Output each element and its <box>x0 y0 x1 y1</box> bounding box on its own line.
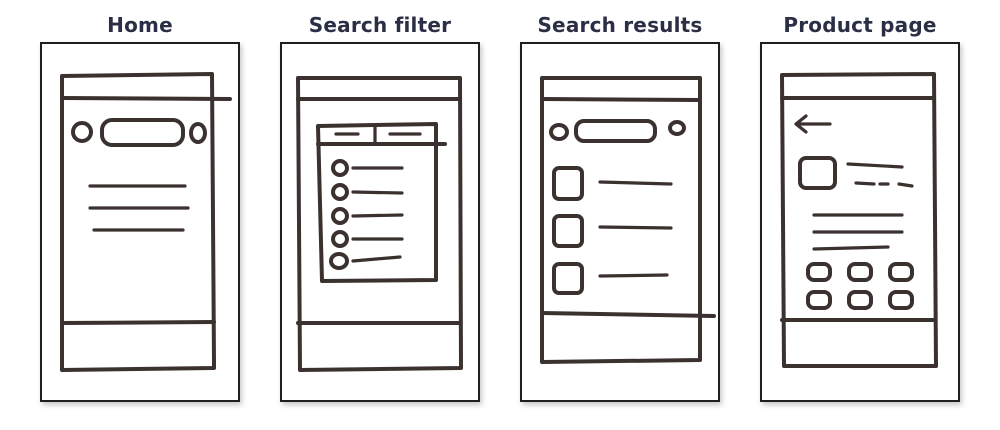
option-line <box>351 255 402 263</box>
thumbnail <box>847 290 873 310</box>
result-thumbnail <box>552 214 584 248</box>
profile-button-sketch <box>189 122 207 144</box>
menu-button-sketch <box>71 121 93 143</box>
result-line <box>598 273 669 278</box>
wireframe-card <box>760 42 960 402</box>
phone-frame <box>540 76 702 364</box>
result-line <box>598 180 673 186</box>
wireframe-card <box>280 42 480 402</box>
footer-bar <box>540 311 716 318</box>
thumbnail <box>888 262 914 282</box>
result-thumbnail <box>552 262 584 295</box>
header-bar <box>60 96 232 101</box>
panel-title: Product page <box>783 13 937 37</box>
wireframe-panel-search-results: Search results <box>520 0 720 430</box>
wireframe-card <box>520 42 720 402</box>
option-line <box>351 190 404 195</box>
menu-button-sketch <box>549 123 569 141</box>
phone-frame <box>780 72 938 368</box>
thumbnail <box>847 262 873 282</box>
radio-option <box>331 230 349 248</box>
thumbnail <box>888 290 914 310</box>
panel-title: Search filter <box>308 13 452 37</box>
result-line <box>598 225 673 230</box>
back-arrow-icon <box>794 114 832 134</box>
wireframe-card <box>40 42 240 402</box>
profile-button-sketch <box>668 120 686 136</box>
footer-bar <box>60 320 216 325</box>
product-image <box>798 156 837 190</box>
sketch-search-filter <box>296 76 463 372</box>
sketch-search-results <box>540 76 716 364</box>
sketch-home <box>60 72 232 372</box>
header-bar <box>540 97 702 102</box>
thumbnail <box>806 262 832 282</box>
sketch-product-page <box>780 72 938 368</box>
result-thumbnail <box>552 166 584 201</box>
title-line <box>846 162 904 169</box>
radio-option <box>331 183 349 201</box>
filter-dialog <box>316 122 438 283</box>
description-line <box>812 245 890 251</box>
wireframe-panel-product-page: Product page <box>760 0 960 430</box>
price-line <box>897 182 914 188</box>
wireframe-panel-home: Home <box>40 0 240 430</box>
price-line <box>854 181 876 186</box>
search-bar-sketch <box>100 118 185 147</box>
panel-title: Home <box>107 13 173 37</box>
panel-title: Search results <box>537 13 703 37</box>
wireframe-panel-search-filter: Search filter <box>280 0 480 430</box>
radio-option <box>329 252 349 270</box>
option-line <box>351 213 404 218</box>
radio-option <box>331 159 349 177</box>
radio-option <box>331 207 349 225</box>
search-bar-sketch <box>574 119 657 143</box>
thumbnail <box>806 290 832 310</box>
phone-frame <box>296 76 463 372</box>
